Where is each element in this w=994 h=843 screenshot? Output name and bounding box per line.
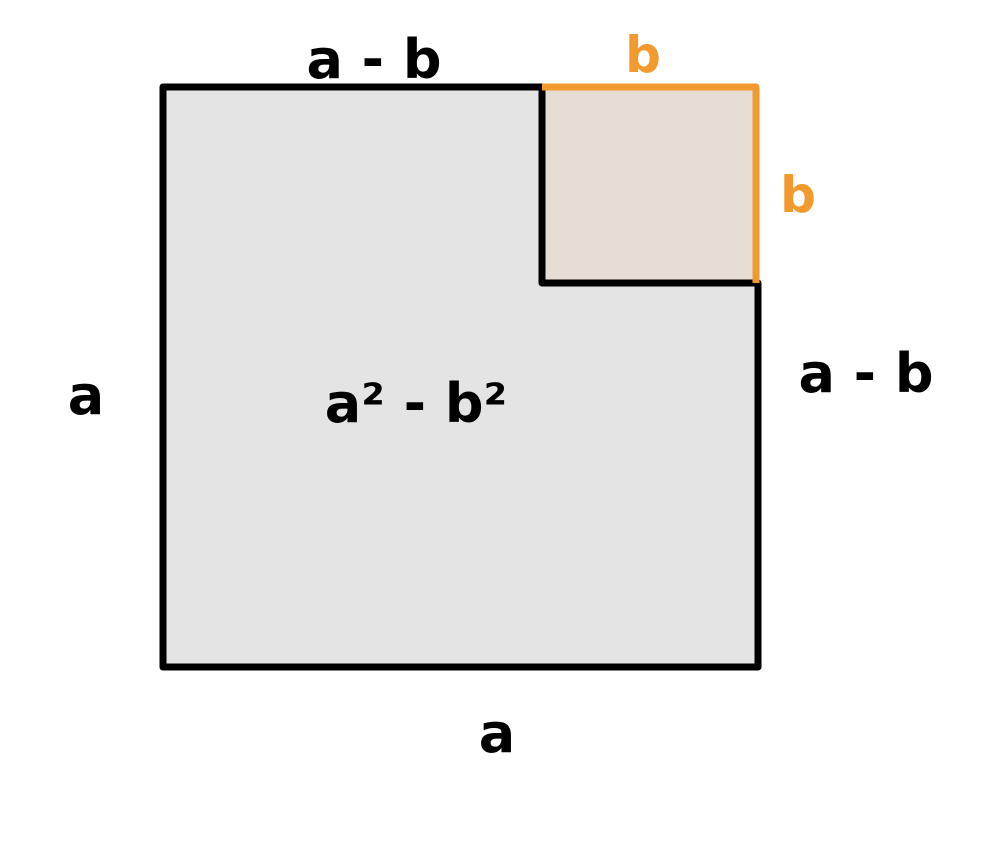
small-square-orange-sides [542,83,760,283]
label-right-a-minus-b: a - b [798,342,933,405]
label-left-a: a [68,364,104,427]
small-square-region [542,87,758,283]
label-area-a2-minus-b2: a² - b² [325,372,507,435]
label-right-b: b [780,166,816,224]
label-top-a-minus-b: a - b [306,28,441,91]
label-top-b: b [625,26,661,84]
label-bottom-a: a [479,702,515,765]
l-shape-outline [159,83,762,671]
